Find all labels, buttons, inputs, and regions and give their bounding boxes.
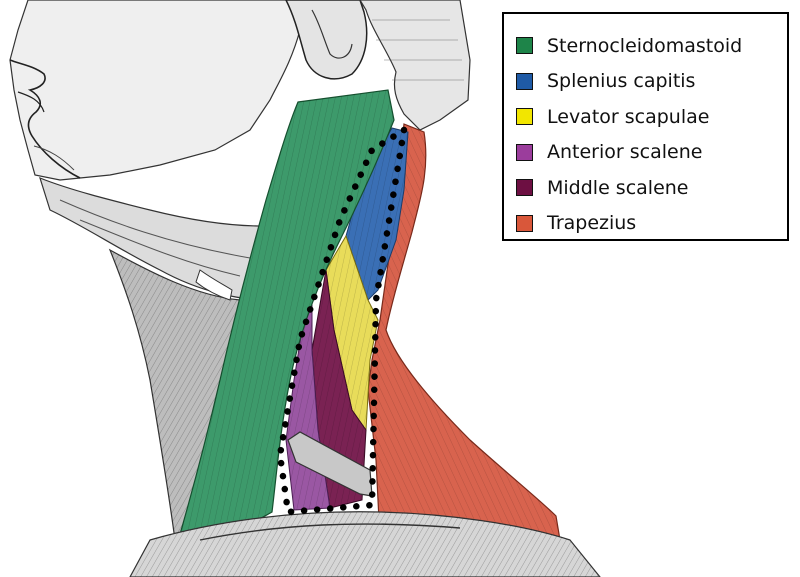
legend-label: Trapezius [547,212,637,235]
occipital-region [359,0,471,131]
legend-label: Anterior scalene [547,141,703,164]
legend: Sternocleidomastoid Splenius capitis Lev… [502,12,789,241]
head-outline [9,0,368,181]
legend-swatch [516,72,533,90]
legend-swatch [516,179,533,197]
legend-label: Levator scapulae [547,105,710,128]
legend-label: Splenius capitis [547,70,696,93]
legend-item: Splenius capitis [516,64,777,100]
legend-item: Trapezius [516,206,777,242]
legend-swatch [516,108,533,126]
legend-swatch [516,143,533,161]
legend-item: Levator scapulae [516,99,777,135]
legend-swatch [516,37,533,55]
legend-item: Sternocleidomastoid [516,28,777,64]
legend-item: Anterior scalene [516,135,777,171]
legend-label: Middle scalene [547,176,689,199]
legend-swatch [516,214,533,232]
legend-item: Middle scalene [516,170,777,206]
legend-label: Sternocleidomastoid [547,34,743,57]
posterior-triangle-outline [276,126,408,516]
